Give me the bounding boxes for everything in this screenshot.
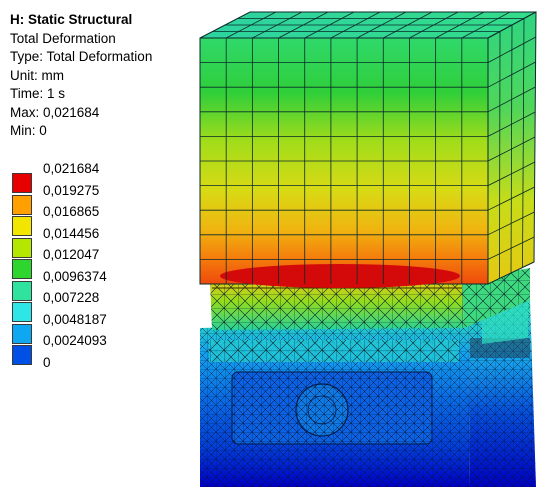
legend-value-label: 0 — [43, 354, 51, 370]
legend-swatch — [12, 280, 32, 301]
legend-swatch — [12, 302, 32, 322]
result-name: Total Deformation — [10, 30, 116, 46]
mesh-line — [487, 211, 535, 236]
mesh-line — [487, 236, 535, 260]
legend-value-label: 0,0024093 — [43, 333, 107, 348]
upper-block — [199, 11, 537, 288]
legend-value-label: 0,007228 — [43, 290, 100, 305]
result-time: Time: 1 s — [10, 86, 66, 101]
mesh-line — [487, 186, 535, 211]
legend-swatch — [12, 194, 32, 215]
legend-value-label: 0,0096374 — [43, 268, 107, 284]
mesh-line — [487, 111, 536, 137]
result-type: Type: Total Deformation — [10, 49, 153, 64]
legend-value-label: 0,021684 — [43, 161, 100, 176]
mesh-line — [487, 86, 536, 113]
legend-value-label: 0,0048187 — [43, 311, 107, 327]
legend-swatch — [12, 237, 32, 258]
legend-swatch — [12, 173, 32, 193]
result-max: Max: 0,021684 — [10, 104, 100, 120]
mesh-line — [487, 136, 536, 162]
base-housing — [200, 298, 536, 487]
result-min: Min: 0 — [10, 123, 47, 138]
legend-value-label: 0,016865 — [43, 204, 100, 219]
legend-swatch — [12, 345, 32, 365]
mesh-line — [487, 161, 535, 186]
legend-swatch — [12, 323, 32, 344]
result-unit: Unit: mm — [10, 67, 64, 83]
analysis-title: H: Static Structural — [10, 12, 133, 27]
legend-value-label: 0,012047 — [43, 247, 100, 262]
legend-value-label: 0,014456 — [43, 225, 100, 241]
result-info-panel: H: Static Structural Total Deformation T… — [10, 11, 152, 141]
legend-value-label: 0,019275 — [43, 182, 100, 198]
mesh-line — [487, 36, 536, 63]
mesh-line — [487, 61, 536, 88]
legend-swatch — [12, 216, 32, 236]
legend-swatch — [12, 259, 32, 279]
